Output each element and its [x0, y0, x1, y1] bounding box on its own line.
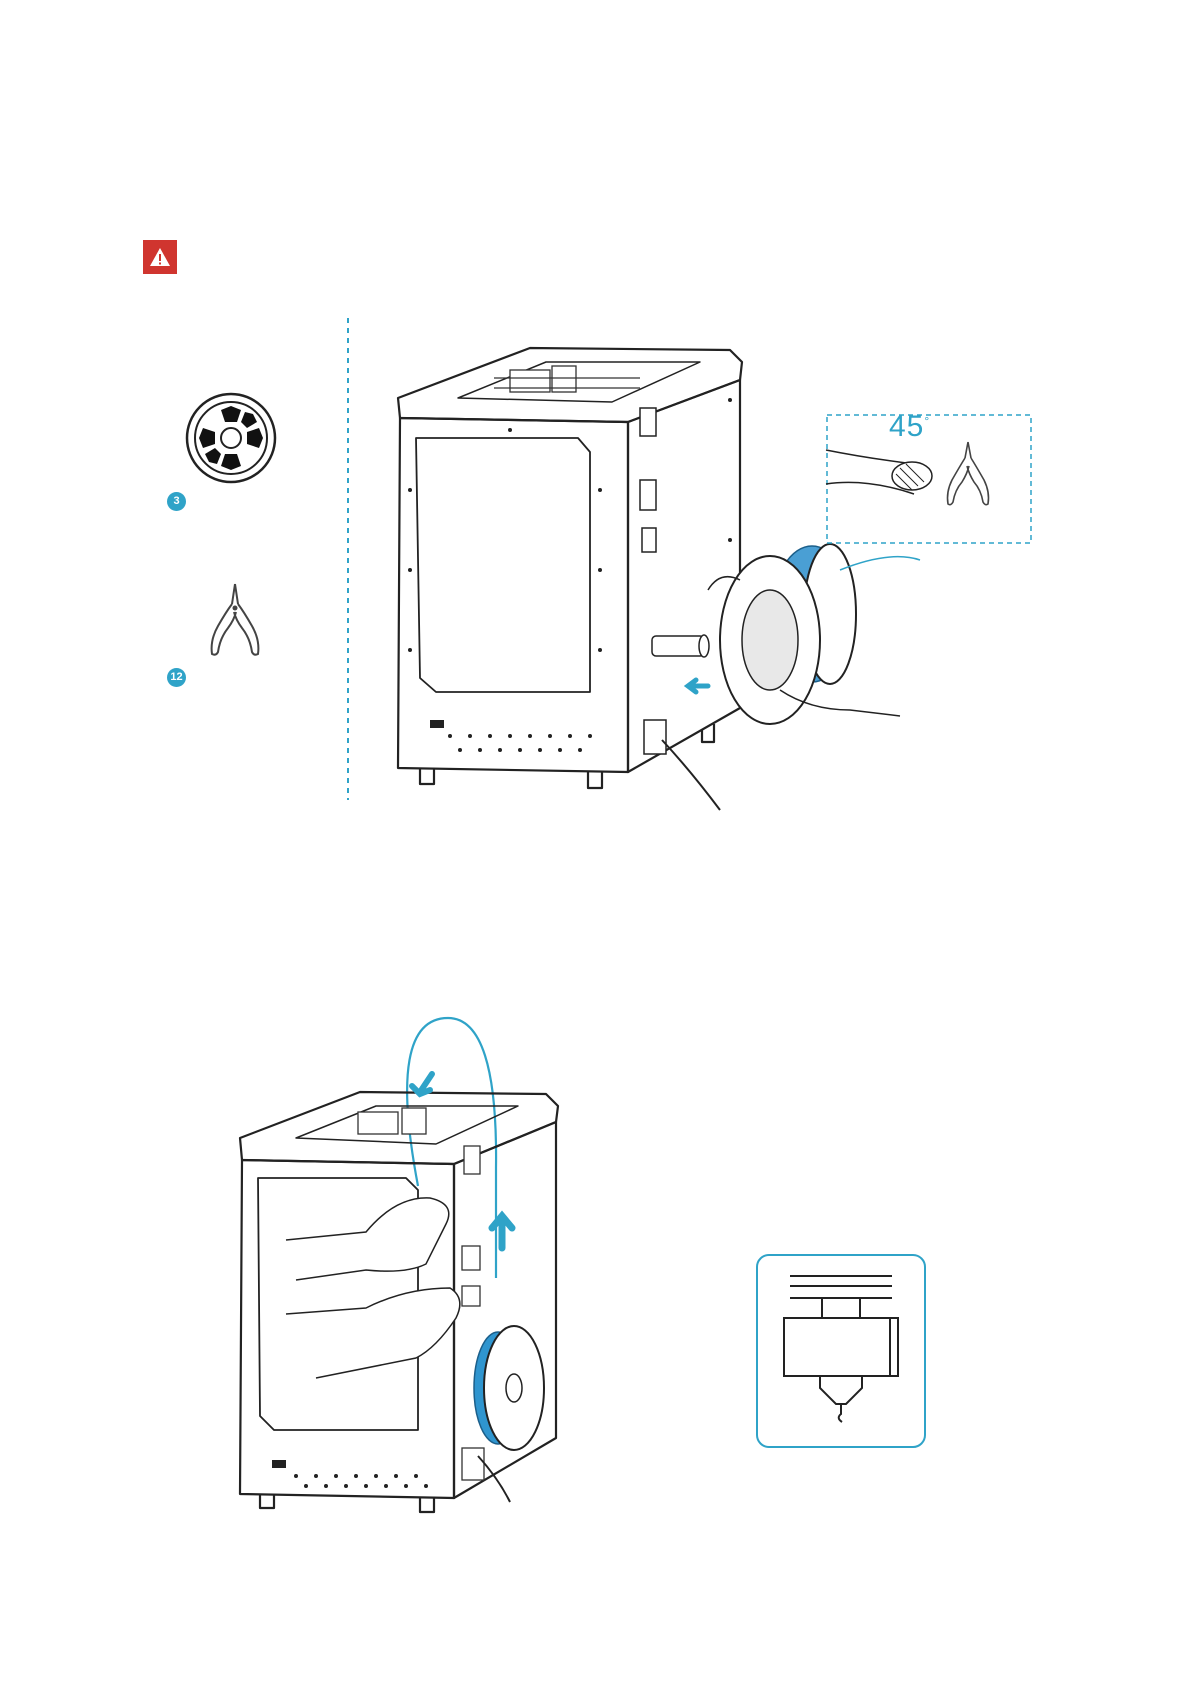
pliers-icon [200, 582, 270, 658]
angle-label: 45° [889, 410, 930, 444]
filament-spool-icon [700, 540, 920, 730]
spool-holder-icon [185, 392, 277, 484]
callout-number-pliers: 12 [167, 668, 186, 687]
nozzle-icon [756, 1254, 926, 1448]
printer-feeding-illustration [236, 1018, 606, 1518]
callout-number-spool-holder: 3 [167, 492, 186, 511]
